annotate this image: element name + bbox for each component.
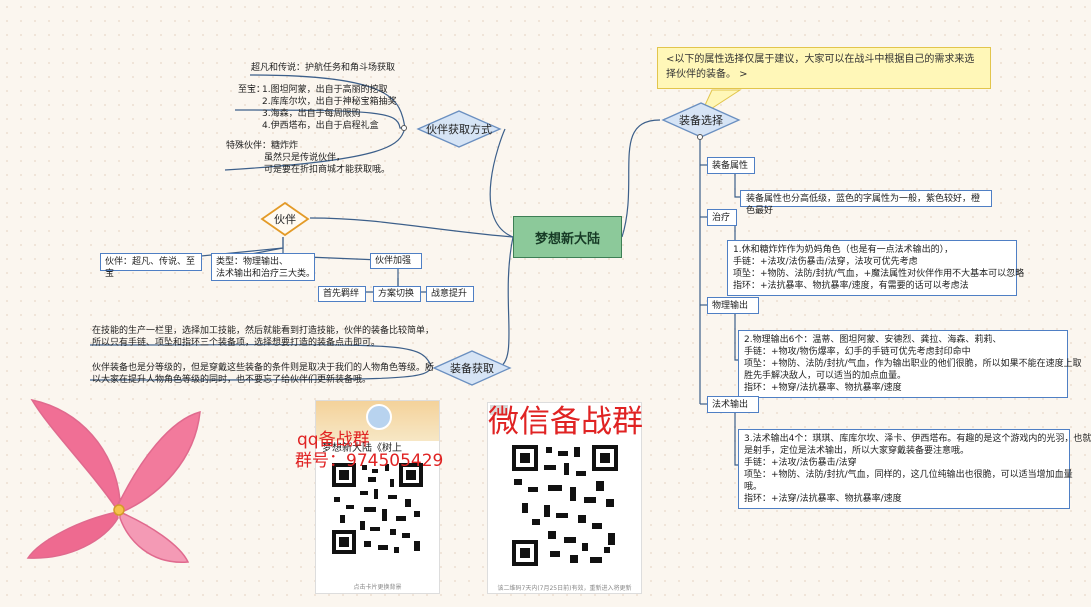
heal-line: 指环：+法抗暴率、物抗暴率/速度，有需要的话可以考虑法	[733, 281, 969, 291]
partner-grades-box[interactable]: 伙伴：超凡、传说、至宝	[100, 253, 202, 279]
avatar	[366, 404, 392, 430]
wechat-qr-code	[510, 443, 620, 568]
phys-line: 手链：+物攻/物伤爆率，幻手的手链可优先考虑封印命中	[744, 347, 971, 357]
qq-qr-code	[330, 461, 425, 556]
heal-line: 手链：+法攻/法伤暴击/法穿，法攻可优先考虑	[733, 257, 918, 267]
qq-card-name: 梦想新大陆《树上	[322, 443, 402, 454]
treasure-item: 3.海森，出自于每周限购	[262, 109, 361, 119]
phys-line: 指环：+物穿/法抗暴率、物抗暴率/速度	[744, 383, 902, 393]
heal-line: 1.休和糖炸炸作为奶妈角色（也是有一点法术输出的），	[733, 245, 954, 255]
group-avatar	[490, 405, 508, 415]
qq-group-card[interactable]: 梦想新大陆《树上 点击卡片更换背景	[315, 400, 440, 594]
partner-types-box[interactable]: 类型：物理输出、 法术输出和治疗三大类。	[211, 253, 315, 281]
partner-sub-spirit[interactable]: 战意提升	[426, 286, 474, 302]
equip-attr-text[interactable]: 装备属性也分高低级，蓝色的字属性为一般，紫色较好，橙色最好	[740, 190, 992, 216]
treasure-item: 2.库库尔坎，出自于神秘宝箱抽奖	[262, 97, 397, 107]
special-line: 虽然只是传说伙伴，	[264, 153, 346, 163]
equip-get-text: 所以只有手链、项坠和指环三个装备项，选择想要打造的装备点击即可。	[92, 338, 381, 348]
central-topic[interactable]: 梦想新大陆	[513, 216, 622, 258]
phys-title[interactable]: 物理输出	[707, 297, 759, 314]
mag-line: 手链：+法攻/法伤暴击/法穿	[744, 458, 857, 468]
treasure-item: 4.伊西塔布，出自于启程礼盒	[262, 121, 379, 131]
mag-line: 哦。	[744, 482, 763, 492]
note-callout: <以下的属性选择仅属于建议，大家可以在战斗中根据自己的需求来选择伙伴的装备。 >	[657, 47, 991, 89]
partner-sub-plan[interactable]: 方案切换	[373, 286, 421, 302]
equip-get-text: 伙伴装备也是分等级的，但是穿戴这些装备的条件则是取决于我们的人物角色等级。所	[92, 363, 435, 373]
qq-card-foot: 点击卡片更换背景	[353, 584, 402, 591]
acquire-topic[interactable]: 伙伴获取方式	[404, 109, 514, 149]
wechat-group-card[interactable]: 该二维码7天内(7月25日前)有效，重新进入将更新	[487, 402, 642, 594]
heal-line: 项坠：+物防、法防/封抗/气血，+魔法属性对伙伴作用不大基本可以忽略	[733, 269, 1025, 279]
collapse-dot[interactable]	[427, 365, 433, 371]
partner-sub-bond[interactable]: 首先羁绊	[318, 286, 366, 302]
mag-line: 3.法术输出4个：琪琪、库库尔坎、泽卡、伊西塔布。有趣的是这个游戏内的光羽，也就	[744, 434, 1091, 444]
acquire-line: 超凡和传说：护航任务和角斗场获取	[251, 63, 396, 73]
heal-text-box[interactable]: 1.休和糖炸炸作为奶妈角色（也是有一点法术输出的）， 手链：+法攻/法伤暴击/法…	[727, 240, 1025, 296]
special-line: 可是要在折扣商城才能获取哦。	[264, 165, 391, 175]
equip-get-topic[interactable]: 装备获取	[430, 349, 514, 387]
equip-choice-topic[interactable]: 装备选择	[660, 101, 742, 139]
equip-choice-topic-label: 装备选择	[679, 114, 723, 127]
equip-get-text: 在技能的生产一栏里，选择加工技能，然后就能看到打造技能，伙伴的装备比较简单，	[92, 326, 435, 336]
phys-text-box[interactable]: 2.物理输出6个：温蒂、图坦阿蒙、安德烈、龚拉、海森、莉莉、 手链：+物攻/物伤…	[738, 330, 1082, 398]
qq-group-title: qq备战群	[297, 430, 370, 450]
partner-topic-label: 伙伴	[274, 213, 296, 226]
wechat-group-title: 微信备战群	[488, 404, 643, 440]
mag-line: 项坠：+物防、法防/封抗/气血，同样的，这几位纯输出也很脆，可以适当增加血量	[744, 470, 1073, 480]
special-title: 特殊伙伴：糖炸炸	[226, 141, 299, 151]
partner-topic[interactable]: 伙伴	[260, 201, 310, 237]
collapse-dot[interactable]	[401, 125, 407, 131]
partner-types-line: 类型：物理输出、	[216, 257, 289, 267]
treasure-item: 1.图坦阿蒙，出自于高丽的挖取	[262, 85, 388, 95]
treasure-title: 至宝：	[238, 85, 266, 95]
equip-attr-title[interactable]: 装备属性	[707, 157, 755, 174]
partner-types-line: 法术输出和治疗三大类。	[216, 269, 316, 279]
collapse-dot[interactable]	[697, 134, 703, 140]
phys-line: 2.物理输出6个：温蒂、图坦阿蒙、安德烈、龚拉、海森、莉莉、	[744, 335, 1002, 345]
partner-enhance-box[interactable]: 伙伴加强	[370, 253, 422, 269]
equip-get-topic-label: 装备获取	[450, 362, 494, 375]
mag-title[interactable]: 法术输出	[707, 396, 759, 413]
mag-text-box[interactable]: 3.法术输出4个：琪琪、库库尔坎、泽卡、伊西塔布。有趣的是这个游戏内的光羽，也就…	[738, 429, 1091, 509]
phys-line: 项坠：+物防、法防/封抗/气血，作为输出职业的他们很脆，所以如果不能在速度上取	[744, 359, 1082, 369]
equip-get-text: 以大家在提升人物角色等级的同时，也不要忘了给伙伴们更新装备哦。	[92, 375, 372, 385]
wechat-card-foot: 该二维码7天内(7月25日前)有效，重新进入将更新	[497, 585, 632, 592]
acquire-topic-label: 伙伴获取方式	[426, 123, 492, 136]
heal-title[interactable]: 治疗	[707, 209, 737, 226]
phys-line: 胜先手解决敌人，可以适当的加点血量。	[744, 371, 907, 381]
flower-decoration	[26, 398, 201, 563]
mag-line: 指环：+法穿/法抗暴率、物抗暴率/速度	[744, 494, 902, 504]
mag-line: 是射手，定位是法术输出，所以大家穿戴装备要注意哦。	[744, 446, 970, 456]
qq-group-number: 群号：974505429	[295, 451, 444, 471]
